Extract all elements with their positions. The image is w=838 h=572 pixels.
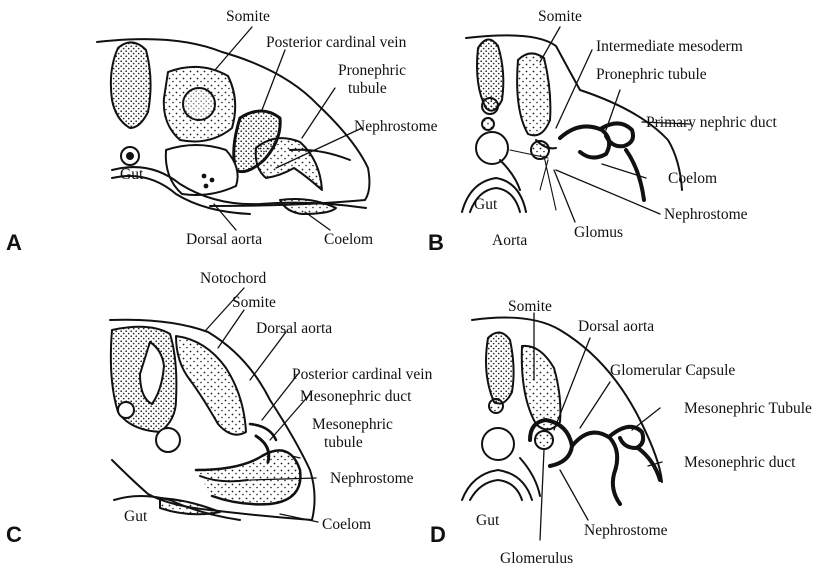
c-label-nephrostome: Nephrostome (330, 470, 414, 487)
panel-c-mesonephric-tubule (196, 450, 300, 504)
panel-d-glomerulus (535, 431, 553, 449)
d-label-mesonephric-duct: Mesonephric duct (684, 454, 795, 471)
panel-c-coelom (160, 498, 220, 514)
panel-letter-a: A (6, 230, 22, 256)
a-label-somite: Somite (226, 8, 270, 25)
c-label-somite: Somite (232, 294, 276, 311)
panel-b-somite (517, 53, 550, 135)
c-label-coelom: Coelom (322, 516, 371, 533)
c-label-dorsal-aorta: Dorsal aorta (256, 320, 332, 337)
b-label-aorta: Aorta (492, 232, 527, 249)
b-label-somite: Somite (538, 8, 582, 25)
d-label-glomerulus: Glomerulus (500, 550, 573, 567)
panel-d-mesonephric-tubule (572, 433, 620, 504)
a-label-tubule: tubule (348, 80, 387, 97)
panel-letter-d: D (430, 522, 446, 548)
panel-b-aorta-circle (476, 132, 508, 164)
d-label-glomerular-capsule: Glomerular Capsule (610, 362, 735, 379)
c-label-gut: Gut (124, 508, 147, 525)
b-label-nephrostome: Nephrostome (664, 206, 748, 223)
panel-d-somite (522, 346, 561, 430)
c-label-mesonephric-duct: Mesonephric duct (300, 388, 411, 405)
panel-b-pronephric-tubule (560, 126, 609, 157)
d-label-dorsal-aorta: Dorsal aorta (578, 318, 654, 335)
panel-a-coelom (280, 199, 336, 214)
panel-c-dorsal-aorta (156, 428, 180, 452)
panel-d-drawing (462, 313, 662, 540)
panel-a-dorsal-aorta (166, 145, 238, 195)
c-label-notochord: Notochord (200, 270, 266, 287)
panel-d-dorsal-aorta (482, 428, 514, 460)
a-label-coelom: Coelom (324, 231, 373, 248)
panel-letter-c: C (6, 522, 22, 548)
b-label-primary-nephric-duct: Primary nephric duct (646, 114, 777, 131)
c-label-tubule: tubule (324, 434, 363, 451)
panel-a-drawing (97, 27, 369, 230)
panel-d-neural-tube (486, 332, 514, 403)
panel-c-notochord (118, 402, 134, 418)
a-label-pronephric: Pronephric (338, 62, 406, 79)
a-label-gut: Gut (120, 166, 143, 183)
panel-c-somite (176, 336, 246, 435)
b-label-coelom: Coelom (668, 170, 717, 187)
b-label-pronephric-tubule: Pronephric tubule (596, 66, 707, 83)
b-label-intermediate-mesoderm: Intermediate mesoderm (596, 38, 743, 55)
a-label-dorsal-aorta: Dorsal aorta (186, 231, 262, 248)
a-label-posterior-cardinal-vein: Posterior cardinal vein (266, 34, 406, 51)
b-label-gut: Gut (474, 196, 497, 213)
d-label-gut: Gut (476, 512, 499, 529)
panel-letter-b: B (428, 230, 444, 256)
c-label-posterior-cardinal-vein: Posterior cardinal vein (292, 366, 432, 383)
d-label-mesonephric-tubule: Mesonephric Tubule (684, 400, 812, 417)
d-label-somite: Somite (508, 298, 552, 315)
b-label-glomus: Glomus (574, 224, 623, 241)
d-label-nephrostome: Nephrostome (584, 522, 668, 539)
a-label-nephrostome: Nephrostome (354, 118, 438, 135)
panel-a-neural-tube (111, 42, 151, 128)
c-label-mesonephric: Mesonephric (312, 416, 393, 433)
panel-a-pronephric-tubule (256, 138, 322, 190)
